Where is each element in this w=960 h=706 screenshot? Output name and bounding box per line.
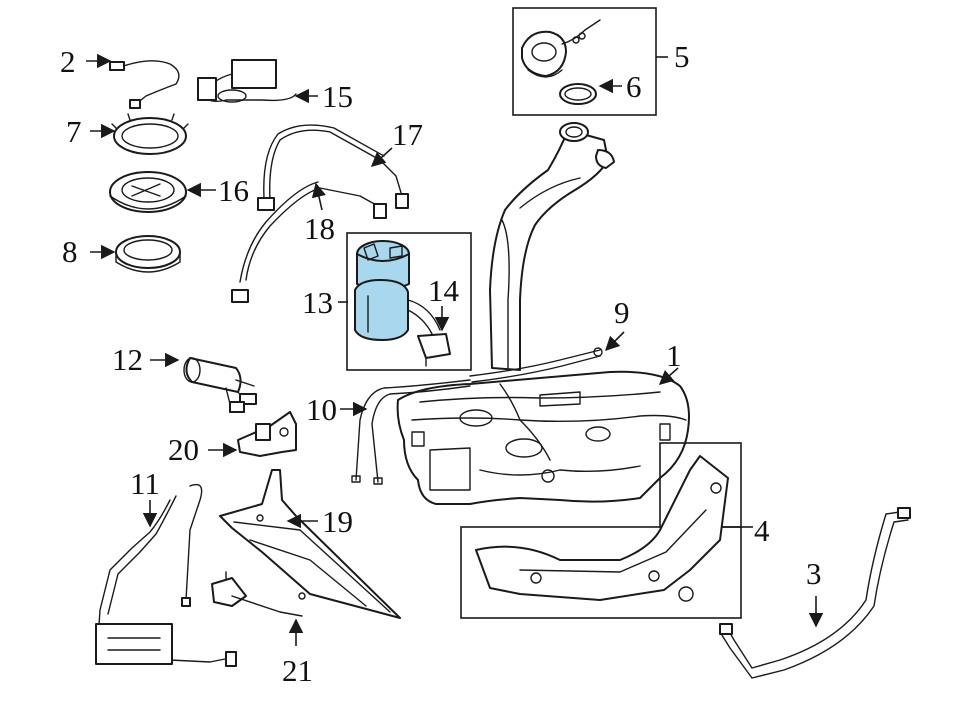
- callout-21: 21: [282, 653, 313, 688]
- bracket-20[interactable]: [237, 411, 297, 457]
- callout-19: 19: [322, 504, 353, 539]
- callout-17: 17: [392, 117, 423, 152]
- callout-14: 14: [428, 273, 460, 308]
- sensor-21[interactable]: [211, 571, 303, 617]
- callout-3: 3: [806, 556, 822, 591]
- callout-8: 8: [62, 234, 78, 269]
- part-5-box: [512, 7, 657, 116]
- callout-5: 5: [674, 39, 690, 74]
- part-4-box: [460, 526, 742, 619]
- fuel-level-sensor[interactable]: [417, 333, 451, 367]
- fuel-pump-module[interactable]: [354, 240, 441, 341]
- callout-2: 2: [60, 44, 76, 79]
- gasket-8[interactable]: [115, 235, 181, 273]
- tank-shield-4[interactable]: [475, 455, 729, 602]
- tank-strap-3[interactable]: [719, 507, 911, 679]
- fuel-filter-12[interactable]: [183, 357, 257, 413]
- callout-6: 6: [626, 69, 642, 104]
- wire-harness-11[interactable]: [95, 483, 237, 667]
- callout-11: 11: [130, 466, 160, 501]
- sensor-wire-2[interactable]: [109, 60, 180, 109]
- callout-13: 13: [302, 285, 333, 320]
- callout-12: 12: [112, 342, 143, 377]
- callout-15: 15: [322, 79, 353, 114]
- harness-15[interactable]: [197, 59, 297, 103]
- lock-ring-7[interactable]: [111, 113, 189, 155]
- fuel-pump-flange-16[interactable]: [109, 171, 187, 213]
- heat-shield-19[interactable]: [219, 469, 401, 619]
- callout-4: 4: [754, 513, 770, 548]
- callout-16: 16: [218, 173, 249, 208]
- callout-10: 10: [306, 392, 337, 427]
- callout-9: 9: [614, 295, 630, 330]
- fuel-tank[interactable]: [396, 370, 690, 505]
- filler-seal[interactable]: [559, 83, 597, 105]
- filler-neck-pipe[interactable]: [489, 122, 615, 371]
- filler-cap[interactable]: [521, 19, 601, 78]
- supply-line-17[interactable]: [257, 124, 409, 211]
- vent-line[interactable]: [469, 347, 603, 461]
- callout-18: 18: [304, 211, 335, 246]
- callout-20: 20: [168, 432, 199, 467]
- callout-1: 1: [666, 338, 682, 373]
- callout-7: 7: [66, 114, 82, 149]
- filler-cap-group[interactable]: [512, 7, 668, 116]
